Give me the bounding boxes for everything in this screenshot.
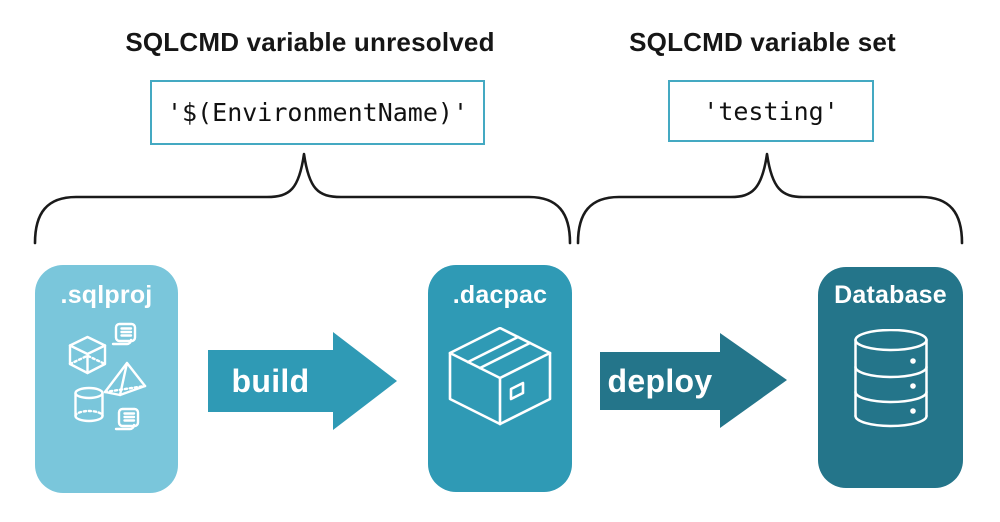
- deploy-arrow: [600, 333, 787, 428]
- database-cylinder-icon: [854, 329, 928, 428]
- build-arrow: [208, 332, 397, 430]
- cube-icon: [68, 335, 107, 375]
- sql-objects-icon: [68, 322, 147, 431]
- build-arrow-label: build: [231, 362, 310, 399]
- deploy-arrow-label: deploy: [607, 362, 713, 399]
- cylinder-icon: [74, 386, 104, 423]
- node-sqlproj: .sqlproj: [35, 265, 178, 493]
- script-scroll-icon: [114, 407, 140, 431]
- node-sqlproj-label: .sqlproj: [60, 281, 153, 309]
- node-database-label: Database: [834, 281, 947, 309]
- node-database: Database: [818, 267, 963, 488]
- code-text-environment-variable: '$(EnvironmentName)': [166, 98, 469, 127]
- code-text-testing-value: 'testing': [703, 96, 839, 126]
- node-dacpac-label: .dacpac: [452, 281, 548, 309]
- right-brace: [576, 152, 964, 245]
- node-dacpac: .dacpac: [428, 265, 572, 492]
- script-scroll-icon: [111, 322, 137, 346]
- brace-group: [33, 152, 964, 245]
- code-box-environment-variable: '$(EnvironmentName)': [150, 80, 485, 145]
- code-box-testing-value: 'testing': [668, 80, 874, 142]
- pyramid-icon: [103, 361, 147, 397]
- heading-sqlcmd-set: SQLCMD variable set: [629, 27, 896, 57]
- left-brace: [33, 152, 572, 245]
- package-box-icon: [448, 327, 552, 426]
- heading-sqlcmd-unresolved: SQLCMD variable unresolved: [125, 27, 495, 57]
- build-arrow-shape: [208, 332, 397, 430]
- deploy-arrow-shape: [600, 333, 787, 428]
